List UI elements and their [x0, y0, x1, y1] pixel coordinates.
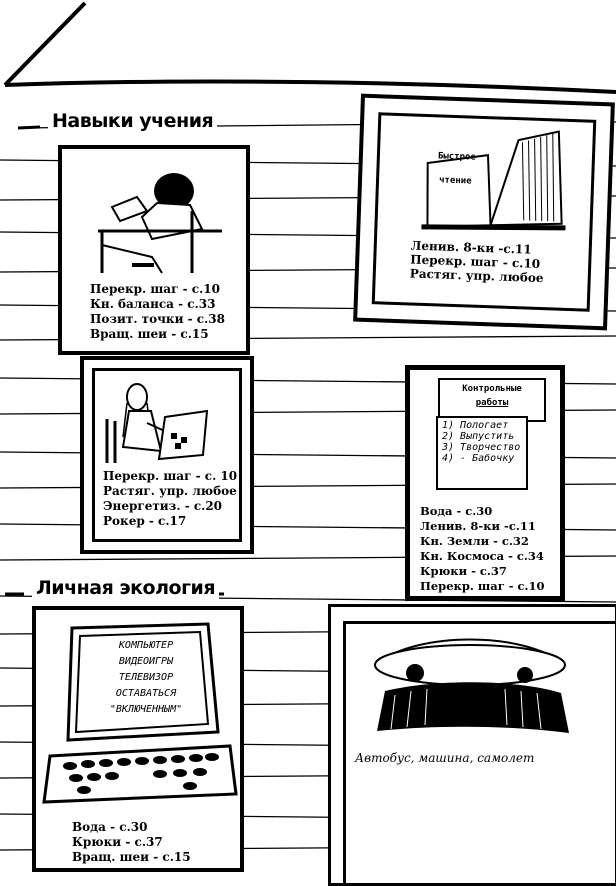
speed-reading-exercise-list: Ленив. 8-ки -с.11 Перекр. шаг - с.10 Рас… — [410, 238, 545, 285]
list-item: Вращ. шеи - с.15 — [72, 850, 191, 864]
note-line: 1) Пологает — [442, 420, 509, 431]
picture-frame-inner — [343, 621, 615, 883]
note-line: 3) Творчество — [442, 442, 521, 453]
list-item: Рокер - с.17 — [103, 514, 187, 528]
list-item: Перекр. шаг - с. 10 — [103, 469, 238, 483]
screen-line: ОСТАВАТЬСЯ — [115, 688, 177, 699]
note-line: 4) - Бабочку — [442, 453, 515, 464]
student-at-desk-illustration — [98, 173, 222, 274]
section-heading-personal-ecology: Личная экология — [32, 577, 220, 599]
card-tests: Контрольные работы 1) Пологает 2) Выпуст… — [405, 365, 565, 601]
tests-note-board: 1) Пологает 2) Выпустить 3) Творчество 4… — [436, 416, 528, 490]
list-item: Вода - с.30 — [420, 504, 493, 518]
screen-line: КОМПЬЮТЕР — [118, 640, 174, 651]
picture-frame-inner: Перекр. шаг - с. 10 Растяг. упр. любое Э… — [92, 368, 242, 542]
car-interior-illustration — [374, 638, 569, 733]
screen-line: "ВКЛЮЧЕННЫМ" — [109, 704, 183, 715]
list-item: Кн. Космоса - с.34 — [420, 549, 544, 563]
list-item: Энергетиз. - с.20 — [103, 499, 223, 513]
card-speed-reading: Быстрое чтение Ленив. 8-ки -с.11 Перекр.… — [353, 93, 615, 331]
note-line: 2) Выпустить — [442, 431, 515, 442]
list-item: Перекр. шаг - с.10 — [420, 579, 545, 593]
card-vehicles: Автобус, машина, самолет — [328, 604, 616, 886]
card-desk: Перекр. шаг - с.10 Кн. баланса - с.33 По… — [58, 145, 250, 355]
tests-sign-line-2: работы — [475, 398, 509, 408]
list-item: Крюки - с.37 — [72, 835, 163, 849]
list-item: Кн. Земли - с.32 — [420, 534, 529, 548]
computer-screen-text: КОМПЬЮТЕР ВИДЕОИГРЫ ТЕЛЕВИЗОР ОСТАВАТЬСЯ… — [84, 638, 208, 718]
drawing-exercise-list: Перекр. шаг - с. 10 Растяг. упр. любое Э… — [103, 469, 237, 529]
list-item: Крюки - с.37 — [420, 564, 507, 578]
card-drawing: Перекр. шаг - с. 10 Растяг. упр. любое Э… — [80, 356, 254, 554]
screen-line: ВИДЕОИГРЫ — [118, 656, 174, 667]
list-item: Позит. точки - с.38 — [90, 312, 225, 326]
list-item: Кн. баланса - с.33 — [90, 297, 216, 311]
book-title-line-1: Быстрое — [437, 151, 477, 163]
computer-exercise-list: Вода - с.30 Крюки - с.37 Вращ. шеи - с.1… — [72, 820, 191, 865]
card-computer: КОМПЬЮТЕР ВИДЕОИГРЫ ТЕЛЕВИЗОР ОСТАВАТЬСЯ… — [32, 606, 244, 872]
computer-illustration — [42, 622, 238, 804]
open-book-illustration — [421, 130, 566, 231]
list-item: Ленив. 8-ки -с.11 — [420, 519, 536, 533]
desk-exercise-list: Перекр. шаг - с.10 Кн. баланса - с.33 По… — [90, 282, 225, 342]
tests-exercise-list: Вода - с.30 Ленив. 8-ки -с.11 Кн. Земли … — [420, 504, 545, 594]
section-heading-learning-skills: Навыки учения — [48, 110, 218, 132]
person-drawing-illustration — [105, 383, 209, 463]
list-item: Перекр. шаг - с.10 — [90, 282, 220, 296]
screen-line: ТЕЛЕВИЗОР — [118, 672, 174, 683]
list-item: Вращ. шеи - с.15 — [90, 327, 209, 341]
tests-sign-line-1: Контрольные — [462, 384, 522, 394]
list-item: Вода - с.30 — [72, 820, 148, 834]
vehicles-caption: Автобус, машина, самолет — [355, 751, 535, 765]
book-title-line-2: чтение — [438, 175, 472, 187]
list-item: Растяг. упр. любое — [103, 484, 237, 498]
picture-frame-inner: Быстрое чтение Ленив. 8-ки -с.11 Перекр.… — [371, 112, 597, 312]
